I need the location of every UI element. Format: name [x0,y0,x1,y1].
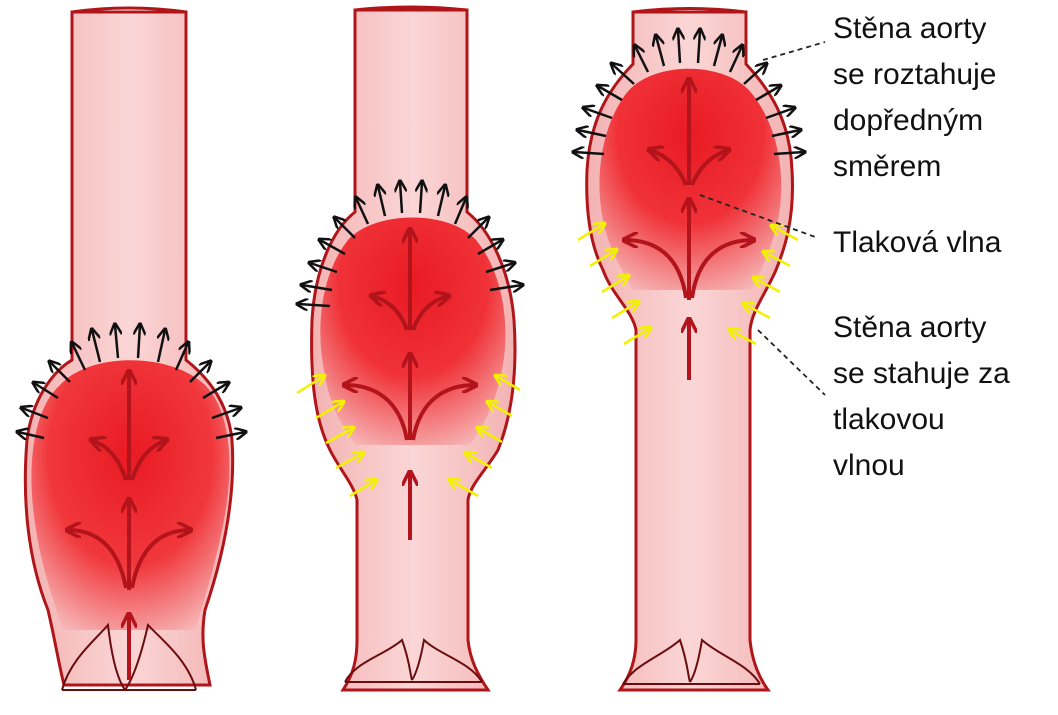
label-pressure-wave: Tlaková vlna [833,226,1002,259]
expanding-wall-line-3: dopředným [833,104,983,137]
contracting-wall-line-4: vlnou [833,449,905,482]
stage-1-vessel [18,8,245,690]
label-expanding-wall: Stěna aorty se roztahuje dopředným směre… [833,12,996,183]
stage-3-vessel [574,9,804,691]
contracting-wall-line-3: tlakovou [833,403,945,436]
contracting-wall-line-2: se stahuje za [833,357,1010,390]
expanding-wall-line-1: Stěna aorty [833,12,986,45]
expanding-wall-line-4: směrem [833,150,941,183]
label-contracting-wall: Stěna aorty se stahuje za tlakovou vlnou [833,311,1010,482]
expanding-wall-line-2: se roztahuje [833,58,996,91]
contracting-wall-line-1: Stěna aorty [833,311,986,344]
stage-2-vessel [297,7,522,690]
